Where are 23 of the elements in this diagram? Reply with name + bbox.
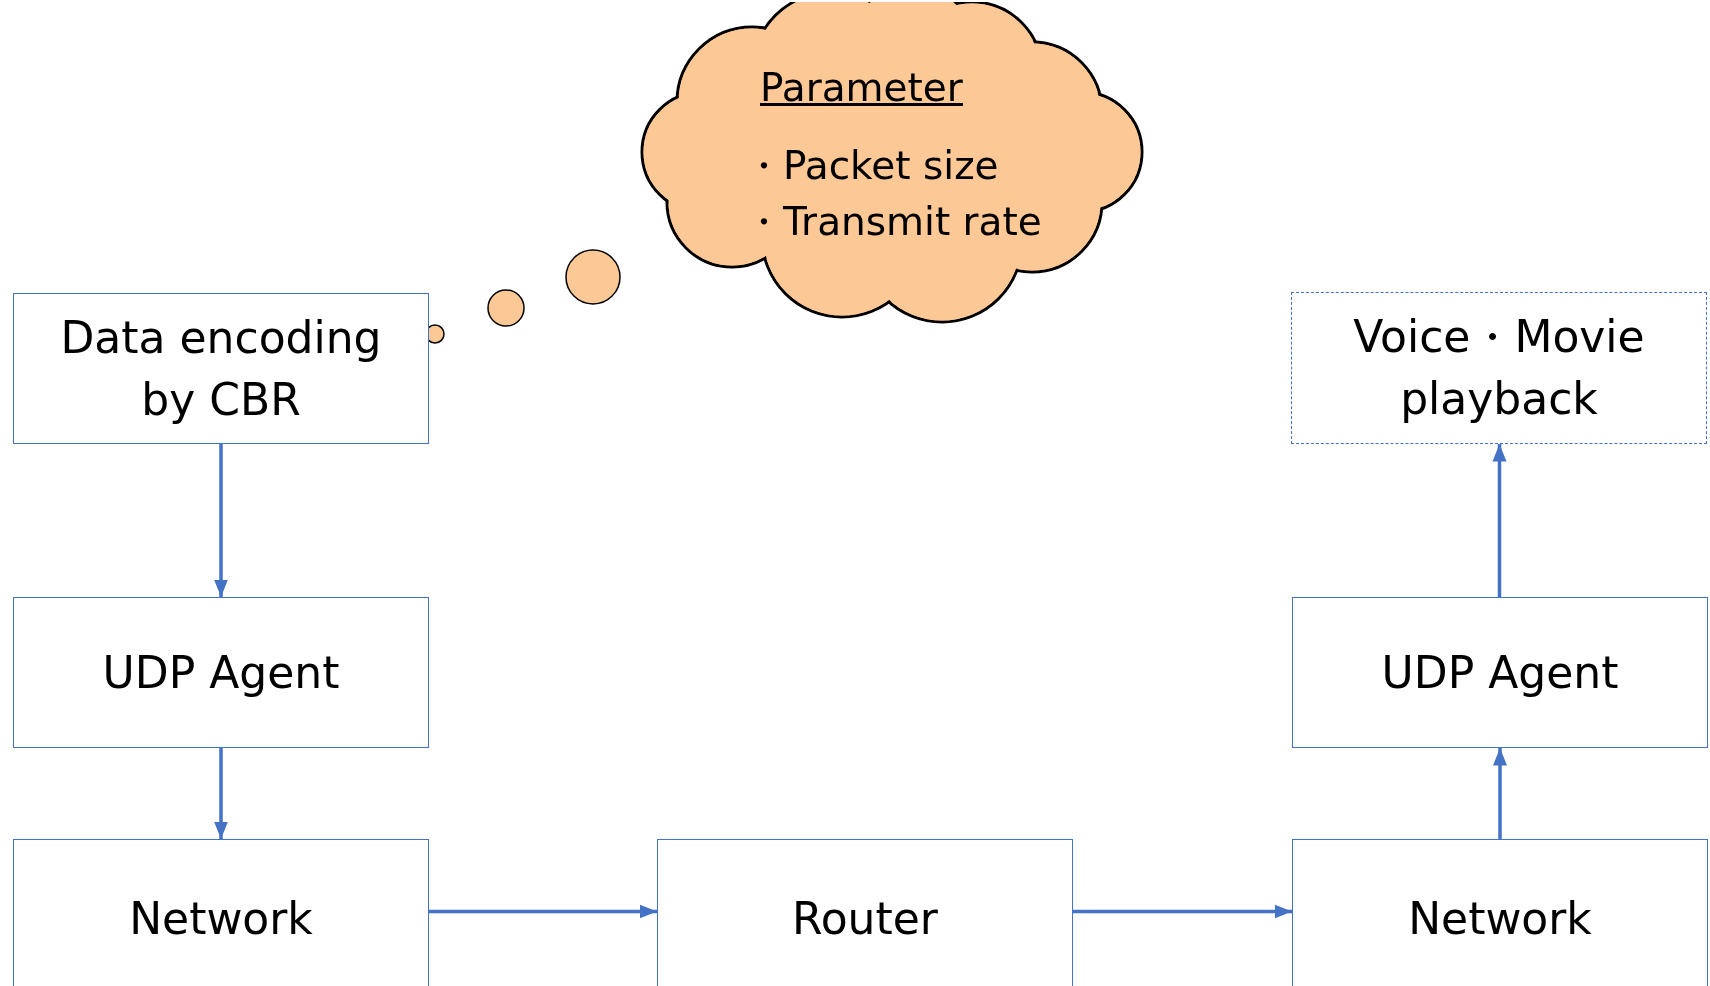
process-box [1292, 839, 1708, 986]
bullet-item: ・Transmit rate [744, 199, 1042, 245]
process-box [13, 597, 429, 748]
box-label: UDP Agent [1381, 645, 1619, 700]
box-label: Router [792, 892, 938, 946]
arrow [429, 904, 657, 919]
dashed-box [1291, 292, 1707, 444]
arrow [1492, 444, 1507, 597]
arrow [214, 748, 228, 839]
process-box [657, 839, 1073, 986]
process-box [13, 293, 429, 444]
box-label: Network [129, 892, 313, 946]
box-label: Data encoding by CBR [59, 310, 383, 427]
box-label: Network [1408, 892, 1592, 946]
box-label: Voice・Movie playback [1352, 310, 1646, 426]
cloud-heading: Parameter [760, 65, 963, 111]
box-label: UDP Agent [102, 645, 340, 700]
arrow [1493, 748, 1507, 839]
process-box [13, 839, 429, 986]
arrow [214, 444, 228, 597]
arrow [1073, 904, 1292, 919]
bullet-item: ・Packet size [744, 143, 999, 189]
process-box [1292, 597, 1708, 748]
